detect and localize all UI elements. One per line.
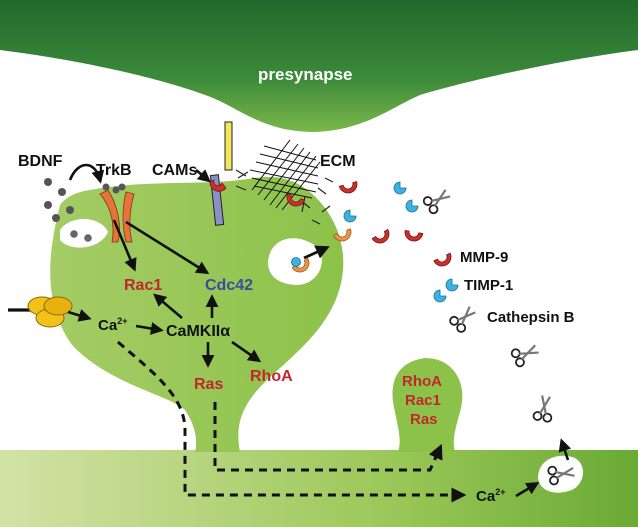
bdnf-molecule (70, 230, 78, 238)
signaling-arrows (112, 219, 262, 368)
ras-label: Ras (194, 376, 223, 393)
presynapse-terminal (0, 0, 638, 132)
ecm-mesh (249, 139, 321, 211)
spine-rhoa-label: RhoA (402, 373, 442, 390)
legend: MMP-9 TIMP-1 Cathepsin B (433, 249, 575, 335)
spine-rac1-label: Rac1 (405, 392, 441, 409)
camkii-label: CaMKIIα (166, 323, 230, 340)
rhoa-label: RhoA (250, 368, 293, 385)
new-spine (392, 358, 463, 452)
timp1-bound (291, 257, 301, 267)
legend-mmp9: MMP-9 (460, 249, 508, 266)
cams-label: CAMs (152, 162, 197, 179)
trkb-label: TrkB (96, 162, 132, 179)
trkb-receptor (99, 183, 135, 243)
cam-mmp9-cleaving (209, 179, 227, 192)
dendritic-spine-head (50, 176, 344, 453)
endocytic-pocket (60, 218, 108, 248)
rac1-label: Rac1 (124, 277, 162, 294)
bdnf-binding-arrow (68, 163, 105, 184)
cdc42-label: Cdc42 (205, 277, 253, 294)
legend-timp1: TIMP-1 (464, 277, 513, 294)
presynapse-label: presynapse (258, 65, 353, 84)
bdnf-molecule (84, 234, 92, 242)
bdnf-cluster (44, 178, 74, 222)
dendrite-shaft (0, 450, 638, 527)
dashed-pathways (117, 340, 467, 503)
bdnf-label: BDNF (18, 153, 63, 170)
ecm-fragments (299, 177, 334, 225)
ca-bottom-label: Ca2+ (476, 487, 505, 505)
ca-label: Ca2+ (98, 316, 127, 334)
shaft-vesicle-pocket (538, 455, 584, 493)
ecm-label: ECM (320, 153, 356, 170)
spine-ras-label: Ras (410, 411, 438, 428)
calcium-channel (8, 296, 73, 328)
cam-presynaptic (224, 121, 233, 171)
legend-cathepsin-b: Cathepsin B (487, 309, 575, 326)
release-arrow (303, 245, 330, 260)
